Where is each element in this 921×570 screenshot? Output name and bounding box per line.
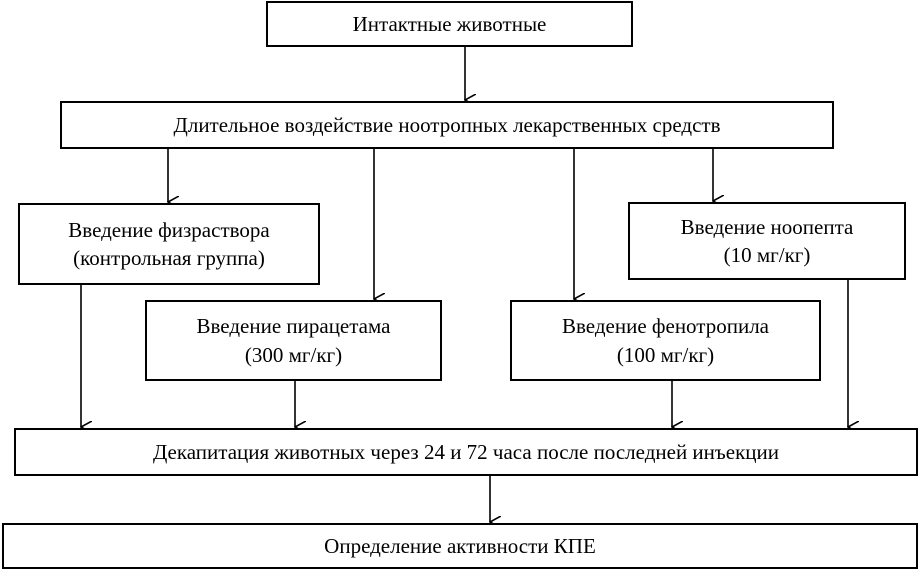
node-phenotropil-line2: (100 мг/кг)	[616, 342, 715, 367]
node-kpe-activity-label: Определение активности КПЕ	[324, 533, 596, 558]
node-kpe-activity: Определение активности КПЕ	[2, 523, 918, 569]
node-noopept-line2: (10 мг/кг)	[723, 243, 811, 267]
node-saline: Введение физраствора (контрольная группа…	[18, 203, 320, 285]
node-decapitation: Декапитация животных через 24 и 72 часа …	[14, 428, 918, 476]
node-piracetam: Введение пирацетама (300 мг/кг)	[145, 300, 442, 381]
node-phenotropil: Введение фенотропила (100 мг/кг)	[510, 300, 821, 381]
node-longterm-exposure: Длительное воздействие ноотропных лекарс…	[60, 101, 834, 149]
node-piracetam-line1: Введение пирацетама	[196, 314, 391, 339]
node-longterm-exposure-label: Длительное воздействие ноотропных лекарс…	[173, 112, 721, 137]
node-piracetam-line2: (300 мг/кг)	[244, 342, 343, 367]
node-decapitation-label: Декапитация животных через 24 и 72 часа …	[152, 439, 780, 464]
node-noopept-line1: Введение ноопепта	[680, 214, 854, 239]
node-intact-animals: Интактные животные	[266, 1, 633, 47]
node-noopept: Введение ноопепта (10 мг/кг)	[628, 202, 906, 280]
node-saline-line2: (контрольная группа)	[73, 246, 265, 270]
node-intact-animals-label: Интактные животные	[352, 11, 547, 36]
node-phenotropil-line1: Введение фенотропила	[562, 314, 769, 339]
node-saline-line1: Введение физраствора	[68, 217, 270, 242]
